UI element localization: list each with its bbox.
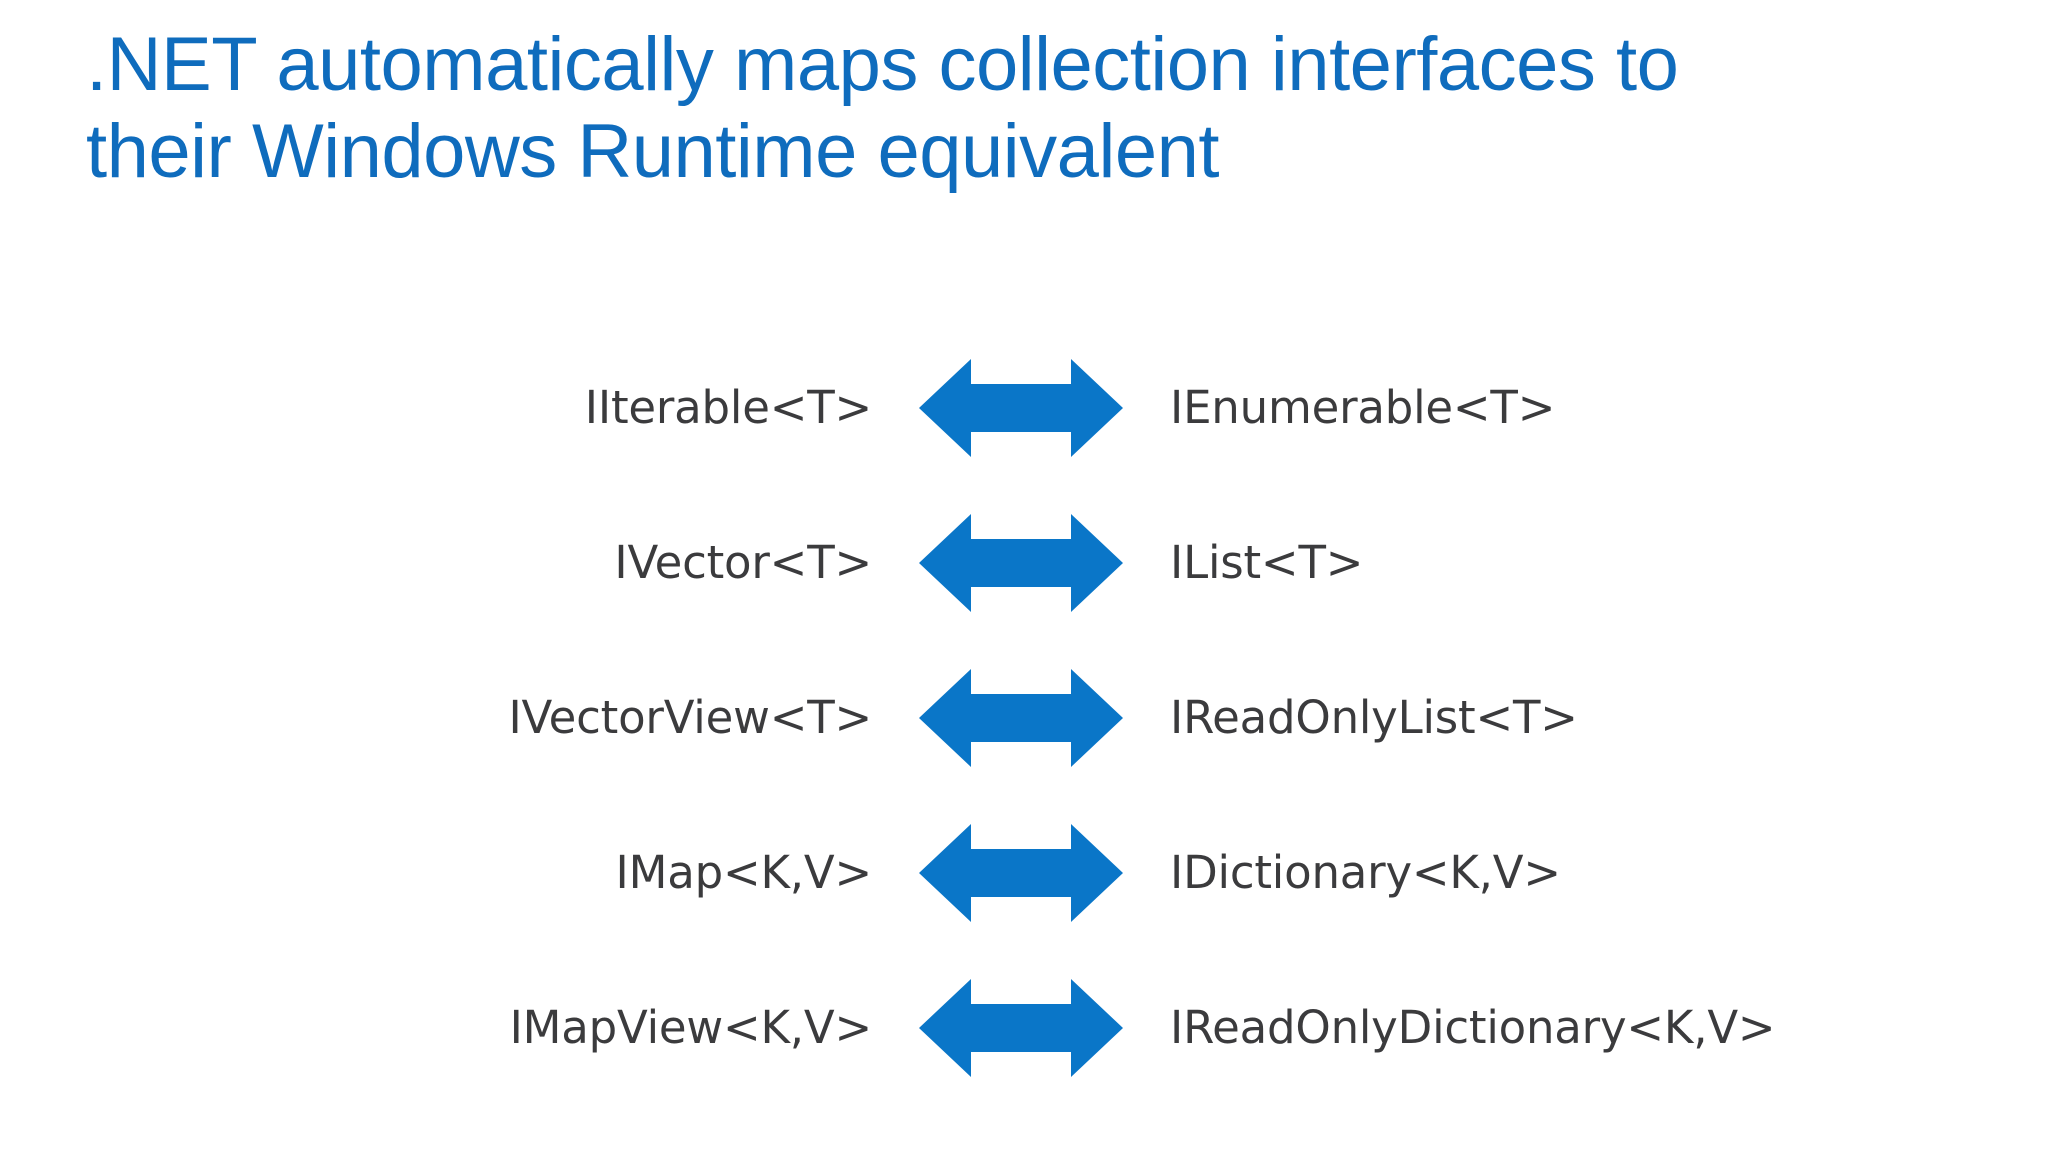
double-headed-arrow-icon <box>919 358 1123 457</box>
interface-mapping-table: IIterable<T> IEnumerable<T> IVector<T> I… <box>0 330 2048 1105</box>
dotnet-interface-label: IList<T> <box>1170 536 1364 589</box>
double-headed-arrow-icon <box>919 513 1123 612</box>
mapping-arrow-cell <box>872 823 1170 922</box>
double-headed-arrow-icon <box>919 668 1123 767</box>
mapping-arrow-cell <box>872 978 1170 1077</box>
mapping-arrow-cell <box>872 513 1170 612</box>
mapping-arrow-cell <box>872 668 1170 767</box>
mapping-arrow-cell <box>872 358 1170 457</box>
double-headed-arrow-icon <box>919 823 1123 922</box>
table-row: IMapView<K,V> IReadOnlyDictionary<K,V> <box>0 950 2048 1105</box>
winrt-interface-label: IVector<T> <box>614 536 872 589</box>
dotnet-interface-label: IReadOnlyList<T> <box>1170 691 1578 744</box>
winrt-interface-label: IMapView<K,V> <box>509 1001 873 1054</box>
table-row: IMap<K,V> IDictionary<K,V> <box>0 795 2048 950</box>
page-title: .NET automatically maps collection inter… <box>86 22 1700 194</box>
table-row: IVectorView<T> IReadOnlyList<T> <box>0 640 2048 795</box>
winrt-interface-label: IVectorView<T> <box>508 691 872 744</box>
dotnet-interface-label: IReadOnlyDictionary<K,V> <box>1170 1001 1776 1054</box>
table-row: IVector<T> IList<T> <box>0 485 2048 640</box>
winrt-interface-label: IIterable<T> <box>584 381 872 434</box>
dotnet-interface-label: IDictionary<K,V> <box>1170 846 1561 899</box>
dotnet-interface-label: IEnumerable<T> <box>1170 381 1556 434</box>
table-row: IIterable<T> IEnumerable<T> <box>0 330 2048 485</box>
winrt-interface-label: IMap<K,V> <box>615 846 873 899</box>
double-headed-arrow-icon <box>919 978 1123 1077</box>
